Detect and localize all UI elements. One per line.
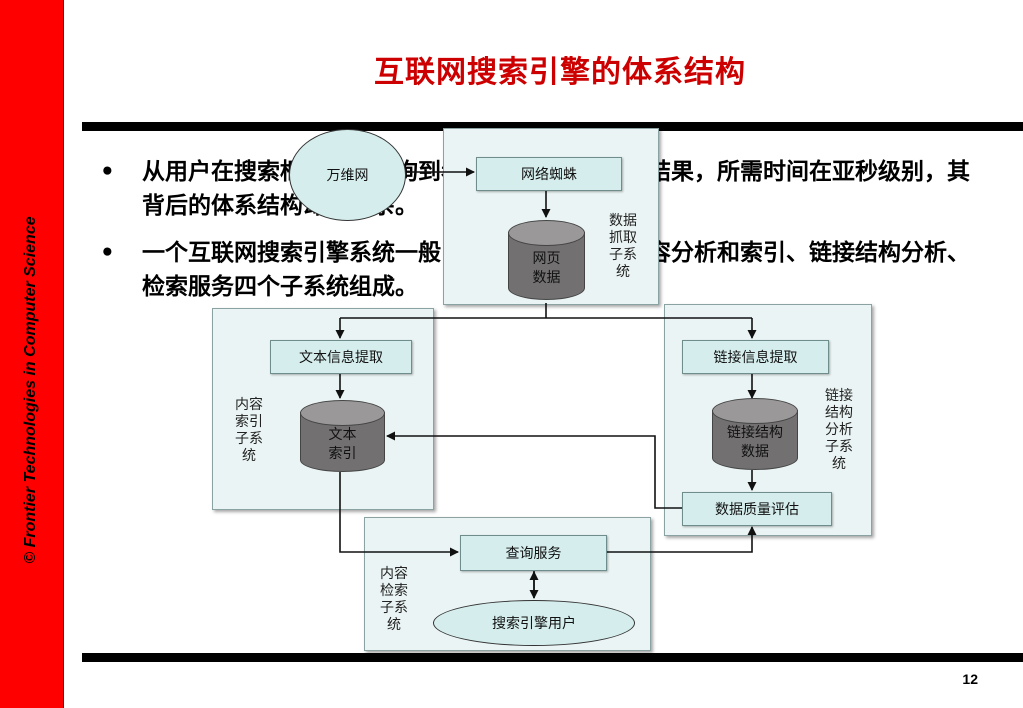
- text-extract-label: 文本信息提取: [299, 350, 383, 366]
- bullet-marker: •: [100, 159, 115, 185]
- text-index-cylinder: 文本 索引: [300, 400, 385, 472]
- text-extract-box: 文本信息提取: [270, 340, 412, 374]
- sidebar-band: © Frontier Technologies in Computer Scie…: [0, 0, 64, 708]
- webpage-data-cylinder: 网页 数据: [508, 220, 585, 300]
- link-subsystem-label: 链接 结构 分析 子系 统: [825, 388, 853, 472]
- quality-box: 数据质量评估: [682, 492, 832, 526]
- quality-label: 数据质量评估: [715, 502, 799, 518]
- user-label: 搜索引擎用户: [492, 616, 576, 632]
- spider-label: 网络蜘蛛: [521, 167, 577, 183]
- link-extract-label: 链接信息提取: [713, 350, 798, 366]
- arrow-query-quality: [606, 526, 757, 553]
- query-service-box: 查询服务: [460, 535, 607, 571]
- web-label: 万维网: [326, 168, 369, 184]
- arrow-index-query: [339, 472, 459, 557]
- page-number: 12: [962, 671, 978, 687]
- spider-box: 网络蜘蛛: [476, 157, 622, 191]
- link-data-label: 链接结构 数据: [727, 425, 783, 460]
- slide-title: 互联网搜索引擎的体系结构: [374, 55, 746, 90]
- webpage-data-label: 网页 数据: [532, 251, 561, 286]
- top-divider: [82, 122, 1023, 131]
- web-ellipse: 万维网: [289, 129, 406, 221]
- retrieval-subsystem-label: 内容 检索 子系 统: [380, 566, 408, 633]
- crawl-subsystem-label: 数据 抓取 子系 统: [609, 213, 637, 280]
- user-ellipse: 搜索引擎用户: [433, 600, 635, 646]
- link-data-cylinder: 链接结构 数据: [712, 398, 798, 470]
- arrow-quality-text-index: [386, 431, 682, 509]
- text-index-label: 文本 索引: [328, 427, 357, 462]
- content-index-subsystem-label: 内容 索引 子系 统: [235, 397, 263, 464]
- bullet-marker: •: [100, 240, 115, 266]
- query-service-label: 查询服务: [505, 546, 562, 562]
- bottom-divider: [82, 653, 1023, 662]
- link-extract-box: 链接信息提取: [682, 340, 829, 374]
